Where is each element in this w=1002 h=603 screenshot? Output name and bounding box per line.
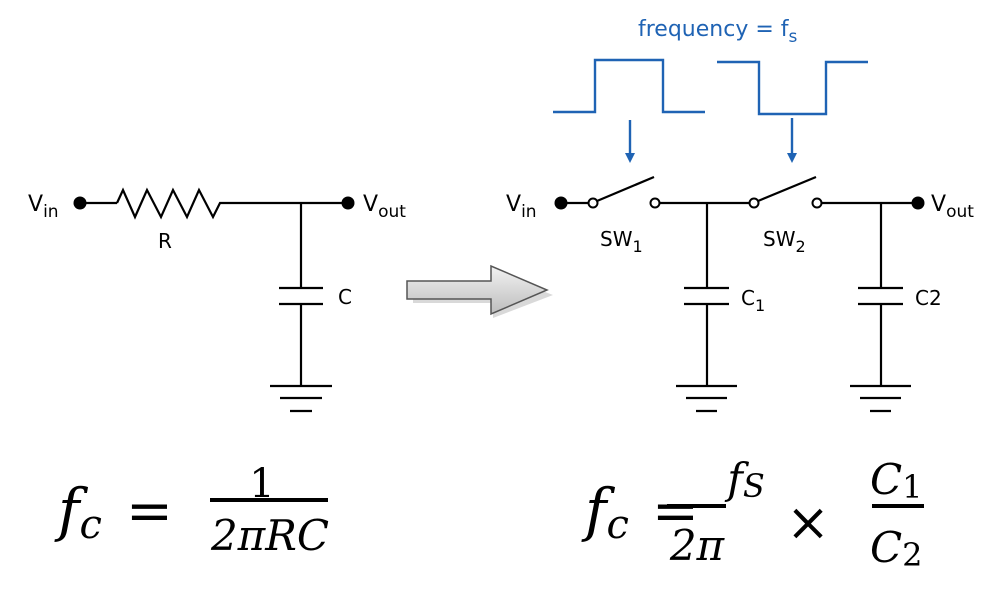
switch-2	[748, 175, 823, 209]
sc-formula-equals: =	[652, 479, 699, 544]
rc-vout-label: Vout	[363, 192, 406, 222]
sc-cutoff-formula: fc = fS 2π × C1 C2	[581, 454, 924, 574]
sc-formula-times: ×	[786, 493, 830, 553]
ground-icon	[676, 384, 737, 413]
rc-formula-lhs: fc	[54, 476, 102, 548]
clock-signals: frequency = fs	[553, 17, 868, 163]
resistor-symbol	[116, 187, 230, 220]
c2-label: C2	[915, 286, 942, 310]
resistor-label: R	[158, 229, 172, 253]
clock-phase-2-waveform	[717, 60, 868, 116]
sc-formula-frac1-denominator: 2π	[669, 521, 726, 570]
sc-vin-label: Vin	[506, 192, 537, 222]
rc-vout-terminal	[341, 196, 355, 210]
sc-vout-terminal	[911, 196, 925, 210]
clock-phase-1-waveform	[553, 58, 705, 114]
rc-cutoff-formula: fc = 1 2πRC	[54, 461, 329, 560]
right-arrow-icon	[406, 264, 553, 318]
rc-formula-equals: =	[126, 479, 173, 544]
ground-icon	[270, 384, 332, 413]
rc-vin-label: Vin	[28, 192, 59, 222]
sc-formula-frac1-numerator: fS	[724, 454, 764, 505]
c1-label: C1	[741, 286, 765, 315]
ground-icon	[850, 384, 911, 413]
sw1-label: SW1	[600, 227, 643, 256]
rc-circuit: Vin R Vout C	[28, 187, 406, 413]
switch-1	[587, 175, 661, 209]
sc-formula-frac2-numerator: C1	[870, 455, 923, 506]
sc-vout-label: Vout	[931, 192, 974, 222]
sc-formula-frac2-denominator: C2	[870, 523, 923, 574]
rc-formula-denominator: 2πRC	[210, 511, 329, 560]
switched-capacitor-circuit: Vin SW1 SW2 Vout C1	[506, 175, 974, 413]
clock-frequency-label: frequency = fs	[638, 17, 798, 47]
sc-formula-lhs: fc	[581, 476, 629, 548]
sw2-label: SW2	[763, 227, 806, 256]
capacitor-label: C	[338, 285, 352, 309]
